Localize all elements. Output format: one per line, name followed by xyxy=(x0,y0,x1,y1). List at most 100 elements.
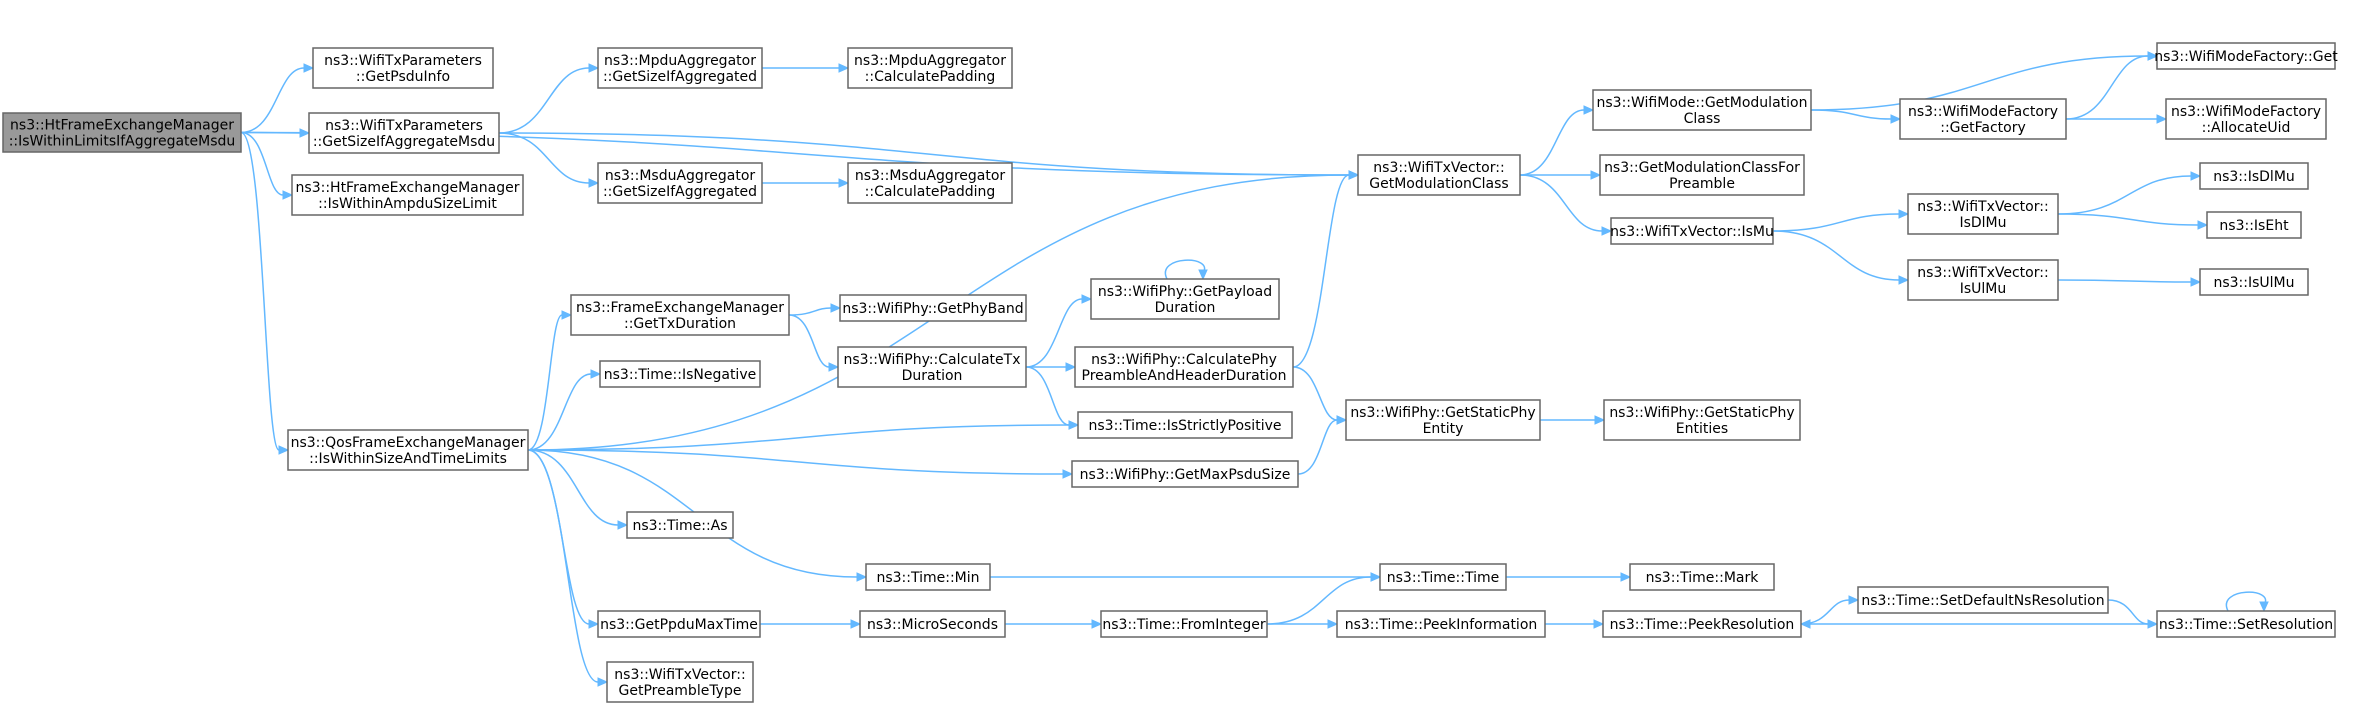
node-box[interactable] xyxy=(1357,154,1521,196)
edge-arrowhead xyxy=(856,572,868,582)
node-box[interactable] xyxy=(2156,610,2336,638)
node-box[interactable] xyxy=(1857,586,2109,614)
node-is-ul-mu[interactable]: ns3::IsUlMu xyxy=(2199,268,2309,296)
node-box[interactable] xyxy=(837,346,1027,388)
node-micro-seconds[interactable]: ns3::MicroSeconds xyxy=(859,610,1006,638)
edge-arrowhead xyxy=(588,619,600,629)
node-box[interactable] xyxy=(287,429,529,471)
node-from-integer[interactable]: ns3::Time::FromInteger xyxy=(1100,610,1268,638)
node-box[interactable] xyxy=(1379,563,1507,591)
node-box[interactable] xyxy=(1074,346,1294,388)
node-label-line: ::GetSizeIfAggregated xyxy=(603,184,757,200)
node-box[interactable] xyxy=(1599,154,1805,196)
node-is-mu[interactable]: ns3::WifiTxVector::IsMu xyxy=(1610,217,1774,245)
node-is-dl-mu[interactable]: ns3::IsDlMu xyxy=(2199,162,2309,190)
node-box[interactable] xyxy=(606,661,754,703)
node-box[interactable] xyxy=(1907,193,2059,235)
node-get-phy-band[interactable]: ns3::WifiPhy::GetPhyBand xyxy=(839,294,1027,322)
node-get-preamble-type[interactable]: ns3::WifiTxVector::GetPreambleType xyxy=(606,661,754,703)
node-label-line: ns3::WifiModeFactory xyxy=(1908,104,2058,120)
node-box[interactable] xyxy=(1907,259,2059,301)
node-box[interactable] xyxy=(597,162,763,204)
node-calc-preamble[interactable]: ns3::WifiPhy::CalculatePhyPreambleAndHea… xyxy=(1074,346,1294,388)
node-time-min[interactable]: ns3::Time::Min xyxy=(865,563,991,591)
node-box[interactable] xyxy=(1071,460,1299,488)
node-box[interactable] xyxy=(865,563,991,591)
node-box[interactable] xyxy=(1345,399,1541,441)
node-box[interactable] xyxy=(597,47,763,89)
node-mode-factory-get-factory[interactable]: ns3::WifiModeFactory::GetFactory xyxy=(1899,98,2067,140)
edge-arrowhead xyxy=(278,445,290,455)
node-box[interactable] xyxy=(859,610,1006,638)
node-time-mark[interactable]: ns3::Time::Mark xyxy=(1629,563,1775,591)
node-box[interactable] xyxy=(839,294,1027,322)
node-box[interactable] xyxy=(2206,211,2302,239)
node-msdu-get-size[interactable]: ns3::MsduAggregator::GetSizeIfAggregated xyxy=(597,162,763,204)
node-box[interactable] xyxy=(1100,610,1268,638)
node-vec-is-ul-mu[interactable]: ns3::WifiTxVector::IsUlMu xyxy=(1907,259,2059,301)
node-time-as[interactable]: ns3::Time::As xyxy=(626,511,734,539)
node-is-eht[interactable]: ns3::IsEht xyxy=(2206,211,2302,239)
node-box[interactable] xyxy=(1602,610,1802,638)
node-root[interactable]: ns3::HtFrameExchangeManager::IsWithinLim… xyxy=(2,112,242,153)
node-peek-resolution[interactable]: ns3::Time::PeekResolution xyxy=(1602,610,1802,638)
node-is-negative[interactable]: ns3::Time::IsNegative xyxy=(599,360,761,388)
node-set-default-ns-res[interactable]: ns3::Time::SetDefaultNsResolution xyxy=(1857,586,2109,614)
node-msdu-pad[interactable]: ns3::MsduAggregator::CalculatePadding xyxy=(847,162,1013,204)
node-box[interactable] xyxy=(597,610,761,638)
node-get-ppdu-max-time[interactable]: ns3::GetPpduMaxTime xyxy=(597,610,761,638)
nodes-layer: ns3::HtFrameExchangeManager::IsWithinLim… xyxy=(2,42,2338,703)
edge-arrowhead xyxy=(1590,170,1602,180)
node-set-resolution[interactable]: ns3::Time::SetResolution xyxy=(2156,610,2336,638)
node-ampdu-limit[interactable]: ns3::HtFrameExchangeManager::IsWithinAmp… xyxy=(291,174,524,216)
node-box[interactable] xyxy=(2165,98,2327,140)
edge-arrowhead xyxy=(1336,415,1348,425)
node-box[interactable] xyxy=(308,112,500,154)
node-allocate-uid[interactable]: ns3::WifiModeFactory::AllocateUid xyxy=(2165,98,2327,140)
node-mode-factory-get[interactable]: ns3::WifiModeFactory::Get xyxy=(2154,42,2338,70)
node-box[interactable] xyxy=(2199,162,2309,190)
node-mode-get-mod-class[interactable]: ns3::WifiMode::GetModulationClass xyxy=(1592,89,1812,131)
node-peek-info[interactable]: ns3::Time::PeekInformation xyxy=(1336,610,1546,638)
node-get-tx-duration[interactable]: ns3::FrameExchangeManager::GetTxDuration xyxy=(570,294,790,336)
node-box[interactable] xyxy=(1603,399,1801,441)
node-box[interactable] xyxy=(1336,610,1546,638)
node-mpdu-pad[interactable]: ns3::MpduAggregator::CalculatePadding xyxy=(847,47,1013,89)
node-box[interactable] xyxy=(1077,411,1293,439)
node-box[interactable] xyxy=(847,162,1013,204)
node-box[interactable] xyxy=(312,47,494,89)
node-mpdu-get-size[interactable]: ns3::MpduAggregator::GetSizeIfAggregated xyxy=(597,47,763,89)
node-box[interactable] xyxy=(626,511,734,539)
node-label-line: ns3::WifiPhy::GetStaticPhy xyxy=(1609,405,1794,421)
edge-qos-limits-to-get-ppdu-max-time xyxy=(527,449,590,625)
node-vec-is-dl-mu[interactable]: ns3::WifiTxVector::IsDlMu xyxy=(1907,193,2059,235)
node-box[interactable] xyxy=(2199,268,2309,296)
node-get-mod-class[interactable]: ns3::WifiTxVector::GetModulationClass xyxy=(1357,154,1521,196)
node-strictly-positive[interactable]: ns3::Time::IsStrictlyPositive xyxy=(1077,411,1293,439)
node-box[interactable] xyxy=(1592,89,1812,131)
node-get-size-if-agg-msdu[interactable]: ns3::WifiTxParameters::GetSizeIfAggregat… xyxy=(308,112,500,154)
node-box[interactable] xyxy=(2,112,242,153)
node-label-line: ns3::Time::PeekResolution xyxy=(1610,617,1795,633)
node-box[interactable] xyxy=(2156,42,2336,70)
node-time-time[interactable]: ns3::Time::Time xyxy=(1379,563,1507,591)
node-label-line: ns3::WifiPhy::GetStaticPhy xyxy=(1350,405,1535,421)
node-box[interactable] xyxy=(599,360,761,388)
node-box[interactable] xyxy=(1899,98,2067,140)
node-max-psdu-size[interactable]: ns3::WifiPhy::GetMaxPsduSize xyxy=(1071,460,1299,488)
node-box[interactable] xyxy=(1610,217,1774,245)
node-box[interactable] xyxy=(1629,563,1775,591)
node-box[interactable] xyxy=(570,294,790,336)
node-box[interactable] xyxy=(291,174,524,216)
node-box[interactable] xyxy=(847,47,1013,89)
node-qos-limits[interactable]: ns3::QosFrameExchangeManager::IsWithinSi… xyxy=(287,429,529,471)
edge-qos-limits-to-max-psdu-size xyxy=(527,449,1064,475)
node-get-psdu-info[interactable]: ns3::WifiTxParameters::GetPsduInfo xyxy=(312,47,494,89)
node-box[interactable] xyxy=(1090,278,1280,320)
